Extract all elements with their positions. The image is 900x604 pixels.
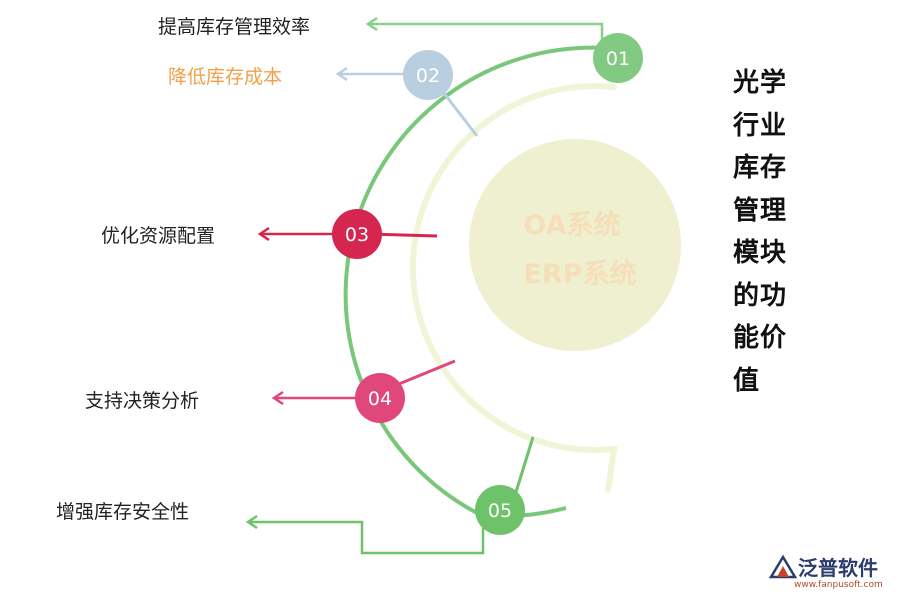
node-03: 03 <box>332 209 382 259</box>
center-circle <box>469 139 681 351</box>
arrow-04-head <box>271 390 284 406</box>
svg-text:04: 04 <box>368 388 392 410</box>
arrow-01 <box>370 22 604 45</box>
label-03: 优化资源配置 <box>101 225 216 247</box>
brand-logo: 泛普软件 www.fanpusoft.com <box>768 551 892 595</box>
label-04: 支持决策分析 <box>85 390 200 412</box>
node-02: 02 <box>403 50 453 100</box>
svg-text:02: 02 <box>416 65 440 87</box>
node-01: 01 <box>593 33 643 83</box>
label-01: 提高库存管理效率 <box>158 16 311 38</box>
side-title: 光学行业库存管理模块的功能价值 <box>733 68 788 396</box>
svg-text:01: 01 <box>606 48 630 70</box>
logo-name: 泛普软件 <box>798 556 878 580</box>
arrow-05-head <box>245 514 258 530</box>
center-line-1: OA系统 <box>523 209 620 241</box>
label-02: 降低库存成本 <box>168 66 283 88</box>
logo-url: www.fanpusoft.com <box>794 580 883 590</box>
center-line-2: ERP系统 <box>523 258 636 290</box>
inner-arc <box>410 83 618 493</box>
connector-02 <box>438 87 479 137</box>
node-04: 04 <box>355 373 405 423</box>
arrow-02-head <box>335 66 348 82</box>
svg-text:05: 05 <box>488 500 512 522</box>
arrow-03-head <box>257 226 270 242</box>
connector-05 <box>514 436 535 493</box>
label-05: 增强库存安全性 <box>56 501 190 523</box>
logo-icon <box>768 554 798 579</box>
svg-text:03: 03 <box>345 224 369 246</box>
connector-04 <box>393 359 456 388</box>
arrow-05 <box>250 520 485 555</box>
node-05: 05 <box>475 485 525 535</box>
arrow-01-head <box>365 16 378 32</box>
